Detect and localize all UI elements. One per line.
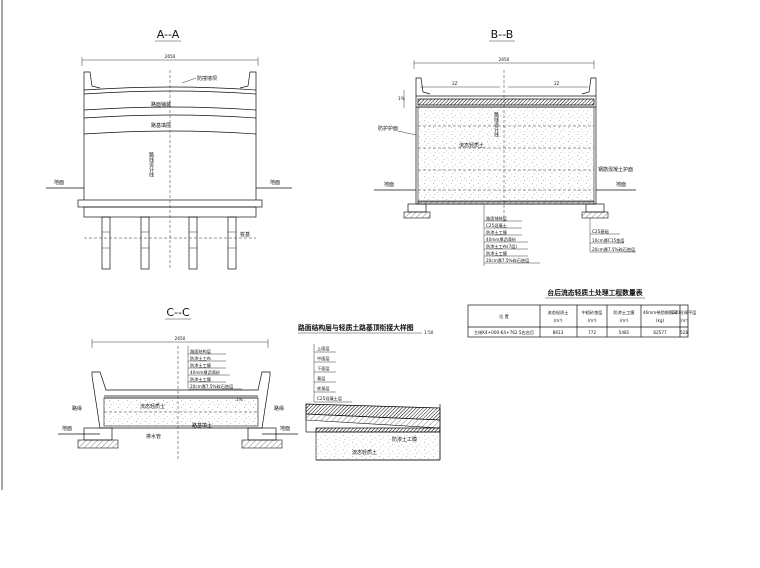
bb-dim-right: 2Z [554, 81, 560, 86]
section-b-b: B--B 2650 2Z 2Z 路线设计线 流态轻质土 1% 防 [374, 28, 636, 266]
bb-legend-3: 40mm厚沥青砂 [486, 236, 516, 243]
aa-label-ground-right: 地面 [270, 179, 280, 186]
bb-label-wall-right: 钢筋混凝土护面 [598, 166, 633, 173]
cc-legend-0: 路面结构层 [190, 348, 211, 355]
section-a-a-width: 2650 [165, 54, 176, 59]
bb-legend-0: 路面铺装层 [486, 215, 507, 222]
cc-legend-1: 防渗土工布 [190, 355, 211, 362]
detail-layers: 上面层 中面层 下面层 基层 底基层 C25混凝土层 [314, 345, 352, 403]
table-header-0: 位 置 [499, 313, 509, 320]
table-header-2: 中粗砂垫层 [582, 309, 603, 316]
detail-title: 路面结构层与轻质土路基顶衔接大样图 [298, 323, 414, 332]
table-cell-0-2: 772 [588, 330, 596, 335]
bb-legend-2: 防渗土工膜 [486, 229, 507, 236]
table-header-3: 防渗土工膜 [614, 309, 635, 316]
section-a-a-title: A--A [157, 28, 180, 41]
cc-label-ground-left: 地面 [62, 425, 72, 432]
detail-layer-3: 基层 [317, 375, 325, 382]
table-cell-0-4: 62577 [653, 330, 667, 335]
table-row: 主线K4+000-K4+762.5右台后 8613 772 5481 62577… [474, 329, 688, 336]
cc-legend-4: 防渗土工膜 [190, 376, 211, 383]
bb-label-ground-left: 地面 [384, 181, 394, 188]
detail-label-geo: 防渗土工膜 [392, 436, 417, 443]
bb-dim-left: 2Z [452, 81, 458, 86]
table-header-unit-4: (kg) [656, 318, 665, 323]
detail-layer-1: 中面层 [317, 355, 330, 362]
table-title: 台后流态轻质土处理工程数量表 [547, 288, 642, 297]
table-cell-0-1: 8613 [553, 330, 564, 335]
bb-label-foam: 流态轻质土 [459, 142, 484, 149]
bb-legend-1: C25混凝土 [486, 222, 507, 229]
cc-label-foam: 流态轻质土 [140, 403, 165, 410]
detail-drawing: 路面结构层与轻质土路基顶衔接大样图 1:50 上面层 中面层 下面层 基层 底基… [298, 323, 441, 461]
aa-piles [101, 216, 237, 270]
cc-legend-2: 防渗土工膜 [190, 362, 211, 369]
table-header-unit-1: (m³) [553, 318, 562, 323]
section-b-b-width: 2650 [499, 57, 510, 62]
bb-label-wall-left: 防护护面 [378, 125, 398, 132]
aa-label-pile: 桩基 [240, 231, 250, 238]
quantity-table: 台后流态轻质土处理工程数量表 位 置 流态轻质土 (m³) 中粗砂垫层 (m³)… [467, 288, 697, 338]
bb-label-ground-right: 地面 [616, 181, 626, 188]
table-cell-0-3: 5481 [619, 330, 630, 335]
bb-label-center: 路线设计线 [493, 111, 499, 137]
detail-scale: 1:50 [424, 330, 434, 335]
aa-label-layer2: 路基填层 [151, 122, 171, 129]
detail-label-foam: 流态轻质土 [352, 449, 377, 456]
bb-label-slope: 1% [398, 96, 405, 101]
aa-label-ground-left: 地面 [54, 179, 64, 186]
cc-label-ground-right: 地面 [280, 425, 290, 432]
aa-label-layer1: 路面铺装 [151, 101, 171, 108]
cc-label-base: 路基填土 [192, 422, 212, 429]
detail-layer-4: 底基层 [317, 385, 330, 392]
table-header-5: C20砼调平层 [671, 309, 696, 316]
cc-legend-3: 40mm厚沥青砂 [190, 369, 220, 376]
section-c-c: C--C 2650 流态轻质土 路基填土 排水管 1% 路缘 路缘 地面 地面 … [58, 306, 298, 460]
detail-layer-5: C25混凝土层 [317, 395, 342, 402]
bb-legend-4: 防渗土工布(7层) [486, 243, 517, 250]
cc-label-drain: 排水管 [146, 433, 161, 440]
bb-legend-right-1: 10cm厚C15垫层 [592, 237, 625, 244]
table-header-unit-5: (m³) [679, 318, 688, 323]
detail-layer-2: 下面层 [317, 366, 330, 372]
section-c-c-width: 2650 [175, 336, 186, 341]
section-a-a: A--A 2650 防撞墙坝 路面铺装 路基填层 路线设计线 地面 地面 [46, 28, 292, 270]
cc-label-slope: 1% [236, 397, 243, 402]
bb-legend-right: C25基础 10cm厚C15垫层 20cm厚7.5%碎石垫层 [589, 218, 636, 253]
table-cell-0-5: 528 [680, 330, 688, 335]
bb-legend-6: 20cm厚7.5%碎石垫层 [486, 257, 529, 264]
table-header-unit-3: (m²) [619, 318, 628, 323]
table-header-1: 流态轻质土 [548, 309, 569, 316]
bb-legend-right-2: 20cm厚7.5%碎石垫层 [592, 246, 635, 253]
table-header-unit-2: (m³) [587, 318, 596, 323]
bb-legend-5: 防渗土工膜 [486, 250, 507, 257]
cc-legend: 路面结构层 防渗土工布 防渗土工膜 40mm厚沥青砂 防渗土工膜 20cm厚7.… [188, 348, 242, 390]
section-b-b-title: B--B [491, 28, 514, 41]
cc-label-wall-right: 路缘 [274, 405, 284, 412]
table-header-4: 46mm带肋钢筋网 [643, 309, 677, 316]
cc-label-wall-left: 路缘 [72, 405, 82, 412]
detail-layer-0: 上面层 [317, 345, 330, 352]
aa-label-anticollision: 防撞墙坝 [197, 75, 217, 82]
section-c-c-title: C--C [166, 306, 190, 319]
aa-label-center: 路线设计线 [148, 151, 154, 177]
bb-legend: 路面铺装层 C25混凝土 防渗土工膜 40mm厚沥青砂 防渗土工布(7层) 防渗… [484, 215, 540, 264]
table-cell-0-0: 主线K4+000-K4+762.5右台后 [474, 329, 534, 336]
cc-legend-5: 20cm厚7.5%碎石垫层 [190, 383, 233, 390]
table-header: 位 置 流态轻质土 (m³) 中粗砂垫层 (m³) 防渗土工膜 (m²) 46m… [499, 309, 696, 323]
bb-legend-right-0: C25基础 [592, 228, 609, 235]
